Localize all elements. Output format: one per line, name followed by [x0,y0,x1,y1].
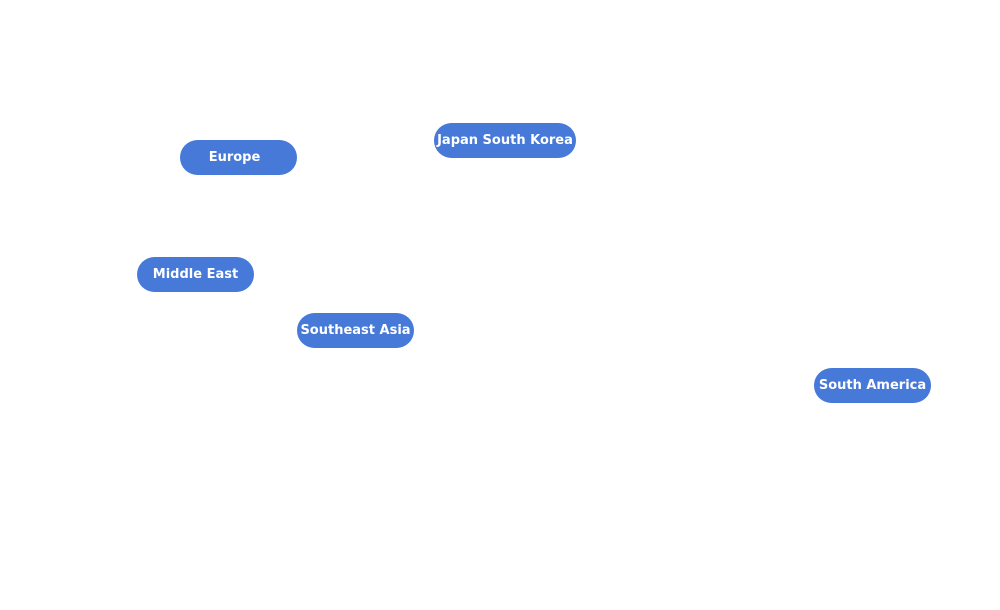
region-label-south-america[interactable]: South America [814,368,931,403]
region-label-japan-south-korea[interactable]: Japan South Korea [434,123,576,158]
region-label-southeast-asia[interactable]: Southeast Asia [297,313,414,348]
region-label-europe[interactable]: Europe [180,140,297,175]
region-label-middle-east[interactable]: Middle East [137,257,254,292]
